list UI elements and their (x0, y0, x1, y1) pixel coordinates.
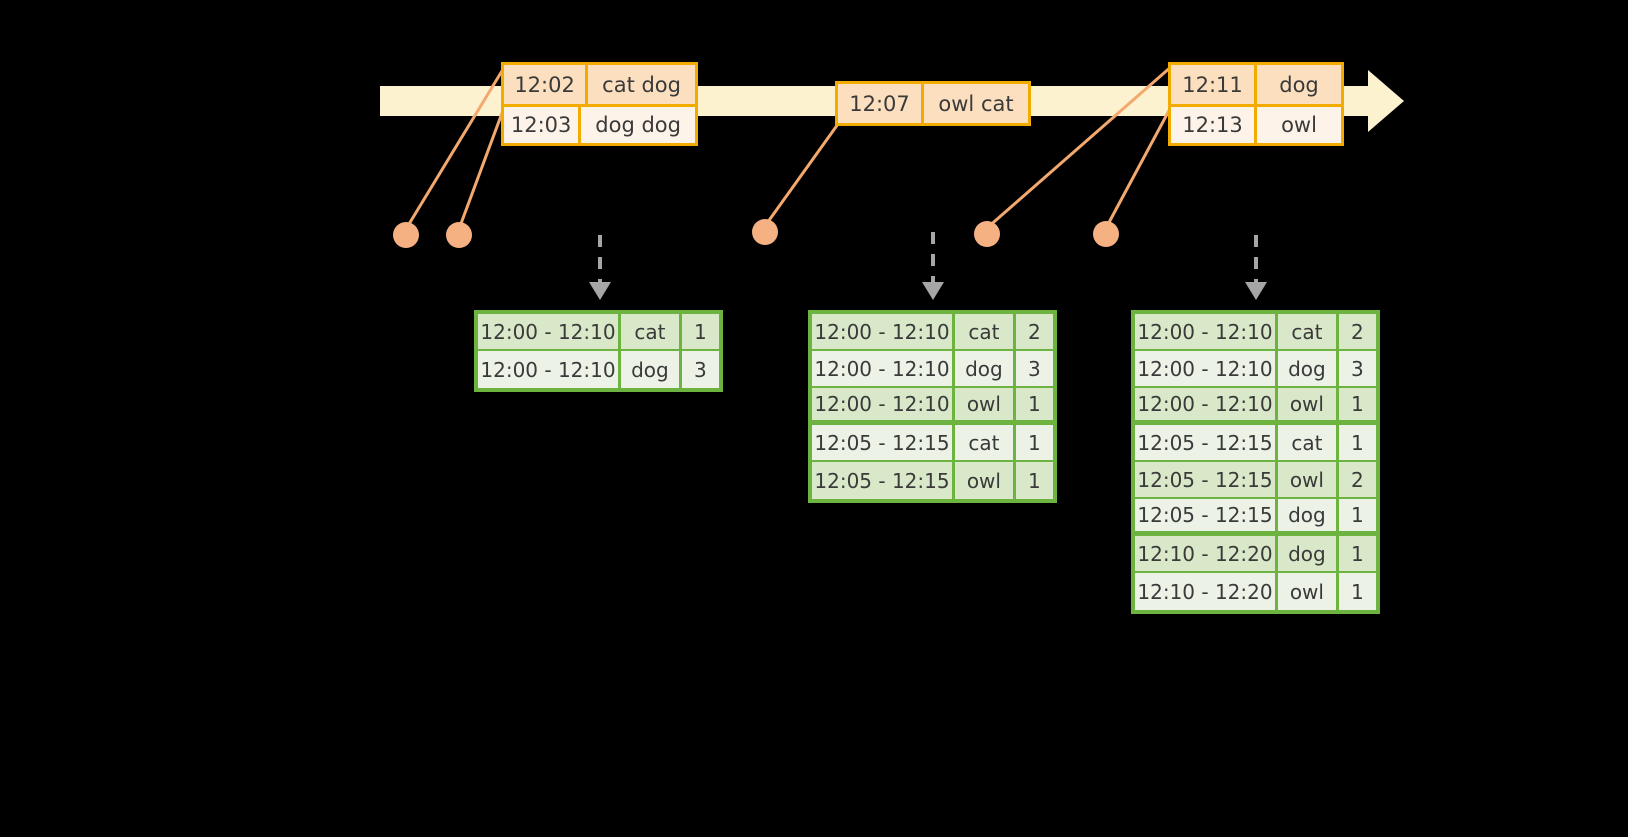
window-cell: 12:00 - 12:10 (812, 314, 956, 351)
event-box-3[interactable]: 12:11 dog 12:13 owl (1168, 62, 1344, 146)
count-cell: 2 (1338, 462, 1376, 499)
key-cell: dog (1278, 499, 1339, 536)
count-cell: 1 (1338, 499, 1376, 536)
event-value: cat dog (602, 72, 681, 97)
connector-dot-icon (1093, 221, 1119, 247)
key-cell: dog (955, 351, 1016, 388)
connector-dot-icon (752, 219, 778, 245)
timeline-arrow-head-icon (1368, 70, 1404, 132)
down-arrow-head-icon (589, 282, 611, 300)
connector-line (1104, 104, 1174, 229)
key-cell: dog (1278, 536, 1339, 573)
window-cell: 12:05 - 12:15 (812, 425, 956, 462)
window-cell: 12:00 - 12:10 (478, 314, 622, 351)
key-cell: cat (621, 314, 682, 351)
window-cell: 12:05 - 12:15 (1135, 425, 1279, 462)
key-cell: cat (1278, 314, 1339, 351)
key-cell: owl (1278, 388, 1339, 425)
count-cell: 3 (1015, 351, 1053, 388)
connector-dot-icon (446, 222, 472, 248)
key-cell: dog (621, 351, 682, 388)
count-cell: 1 (1028, 468, 1041, 493)
count-cell: 3 (1338, 351, 1376, 388)
connector-line (457, 104, 507, 230)
event-row[interactable]: 12:11 dog (1171, 65, 1341, 104)
key-cell: owl (955, 388, 1016, 425)
event-row[interactable]: 12:02 cat dog (504, 65, 695, 104)
count-cell: 1 (1015, 388, 1053, 425)
event-box-1[interactable]: 12:02 cat dog 12:03 dog dog (501, 62, 698, 146)
count-cell: 1 (1338, 425, 1376, 462)
window-cell: 12:05 - 12:15 (812, 462, 956, 499)
window-cell: 12:00 - 12:10 (812, 351, 956, 388)
count-cell: 1 (1338, 536, 1376, 573)
down-arrow-head-icon (1245, 282, 1267, 300)
connector-dot-icon (393, 222, 419, 248)
key-cell: owl (1278, 573, 1339, 610)
event-value: owl cat (938, 91, 1014, 116)
event-time: 12:11 (1171, 65, 1257, 104)
window-cell: 12:00 - 12:10 (1135, 388, 1279, 425)
window-cell: 12:00 - 12:10 (1135, 314, 1279, 351)
key-cell: cat (955, 425, 1016, 462)
event-time: 12:07 (838, 84, 924, 123)
event-time: 12:02 (504, 65, 589, 104)
key-cell: owl (955, 462, 1016, 499)
key-cell: dog (1278, 351, 1339, 388)
window-cell: 12:00 - 12:10 (478, 351, 622, 388)
count-cell: 1 (681, 314, 719, 351)
window-cell: 12:00 - 12:10 (1135, 351, 1279, 388)
window-cell: 12:05 - 12:15 (1135, 499, 1279, 536)
count-cell: 1 (1351, 579, 1364, 604)
window-cell: 12:10 - 12:20 (1135, 573, 1279, 610)
event-time: 12:13 (1171, 107, 1257, 143)
event-box-2[interactable]: 12:07 owl cat (835, 81, 1031, 126)
event-row[interactable]: 12:03 dog dog (504, 104, 695, 143)
down-arrow-head-icon (922, 282, 944, 300)
count-cell: 3 (694, 357, 707, 382)
connector-line (763, 123, 840, 227)
window-cell: 12:10 - 12:20 (1135, 536, 1279, 573)
event-time: 12:03 (504, 107, 582, 143)
event-row[interactable]: 12:07 owl cat (838, 84, 1028, 123)
key-cell: cat (1278, 425, 1339, 462)
count-cell: 2 (1015, 314, 1053, 351)
event-value: dog dog (595, 113, 681, 137)
count-cell: 2 (1338, 314, 1376, 351)
event-value: owl (1281, 113, 1317, 137)
window-cell: 12:00 - 12:10 (812, 388, 956, 425)
key-cell: cat (955, 314, 1016, 351)
event-value: dog (1279, 72, 1319, 97)
count-cell: 1 (1015, 425, 1053, 462)
key-cell: owl (1278, 462, 1339, 499)
window-cell: 12:05 - 12:15 (1135, 462, 1279, 499)
count-cell: 1 (1338, 388, 1376, 425)
event-row[interactable]: 12:13 owl (1171, 104, 1341, 143)
connector-dot-icon (974, 221, 1000, 247)
